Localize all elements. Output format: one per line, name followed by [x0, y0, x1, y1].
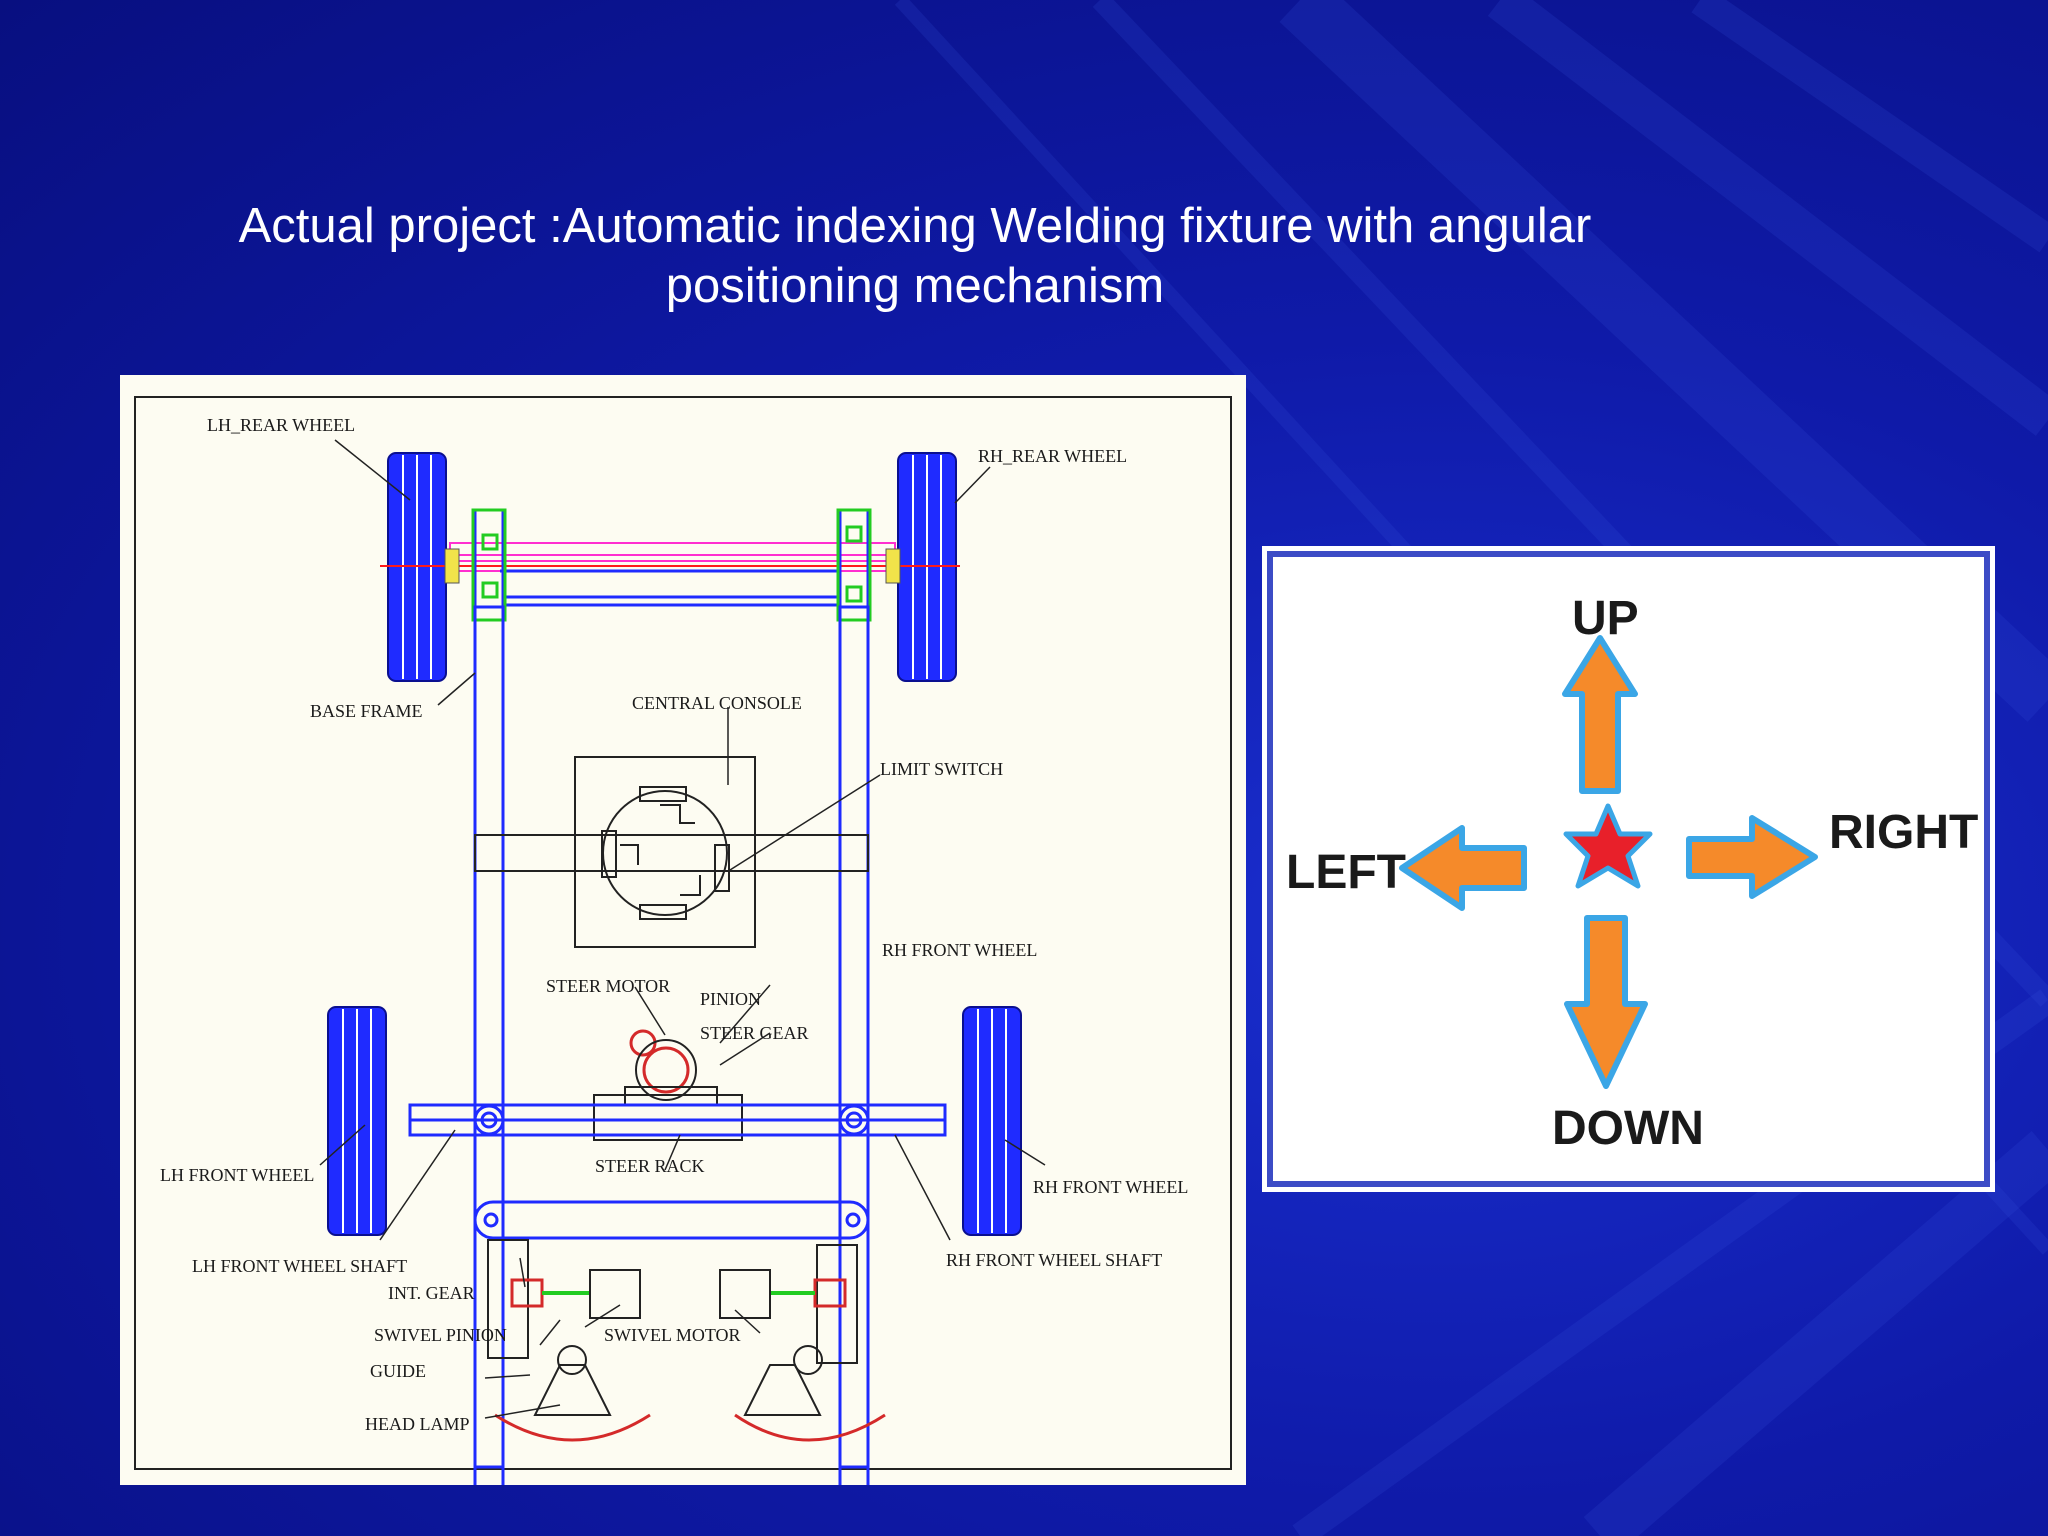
chassis-drawing: LH_REAR WHEEL RH_REAR WHEEL BASE FRAME C…	[120, 375, 1246, 1485]
center-star-icon	[1563, 803, 1653, 889]
right-arrow-icon	[1686, 815, 1818, 899]
label-steer-gear: STEER GEAR	[700, 1023, 809, 1043]
rear-axle	[380, 542, 960, 584]
label-up: UP	[1572, 592, 1639, 645]
label-rh-front-wheel-shaft: RH FRONT WHEEL SHAFT	[946, 1250, 1162, 1270]
down-arrow-icon	[1564, 915, 1648, 1089]
label-rh-front-wheel-top: RH FRONT WHEEL	[882, 940, 1037, 960]
steering-mechanism	[593, 1029, 743, 1141]
title-line-2: positioning mechanism	[665, 259, 1165, 313]
label-lh-front-wheel-shaft: LH FRONT WHEEL SHAFT	[192, 1256, 407, 1276]
label-rh-rear-wheel: RH_REAR WHEEL	[978, 446, 1127, 466]
label-left: LEFT	[1286, 846, 1406, 899]
label-rh-front-wheel: RH FRONT WHEEL	[1033, 1177, 1188, 1197]
label-limit-switch: LIMIT SWITCH	[880, 759, 1003, 779]
label-right: RIGHT	[1829, 806, 1978, 859]
rh-front-wheel	[962, 1006, 1022, 1236]
direction-panel-svg: UP DOWN LEFT RIGHT	[1267, 551, 1990, 1187]
central-console	[474, 756, 869, 948]
label-lh-rear-wheel: LH_REAR WHEEL	[207, 415, 355, 435]
label-int-gear: INT. GEAR	[388, 1283, 475, 1303]
label-swivel-pinion: SWIVEL PINION	[374, 1325, 507, 1345]
label-steer-motor: STEER MOTOR	[546, 976, 670, 996]
up-arrow-icon	[1562, 635, 1638, 794]
swivel-assembly	[487, 1239, 886, 1442]
label-central-console: CENTRAL CONSOLE	[632, 693, 802, 713]
label-guide: GUIDE	[370, 1361, 426, 1381]
page-title: Actual project :Automatic indexing Weldi…	[150, 196, 1680, 316]
label-head-lamp: HEAD LAMP	[365, 1414, 470, 1434]
lh-front-wheel	[327, 1006, 387, 1236]
title-line-1: Actual project :Automatic indexing Weldi…	[238, 199, 1592, 253]
left-arrow-icon	[1399, 825, 1527, 911]
direction-panel: UP DOWN LEFT RIGHT	[1262, 546, 1995, 1192]
label-down: DOWN	[1552, 1102, 1704, 1155]
front-axle	[408, 1103, 947, 1240]
label-lh-front-wheel: LH FRONT WHEEL	[160, 1165, 314, 1185]
chassis-drawing-svg: LH_REAR WHEEL RH_REAR WHEEL BASE FRAME C…	[134, 396, 1232, 1485]
label-swivel-motor: SWIVEL MOTOR	[604, 1325, 741, 1345]
label-steer-rack: STEER RACK	[595, 1156, 705, 1176]
drawing-labels: LH_REAR WHEEL RH_REAR WHEEL BASE FRAME C…	[160, 415, 1188, 1434]
leader-lines	[319, 439, 1046, 1419]
label-pinion: PINION	[700, 989, 761, 1009]
label-base-frame: BASE FRAME	[310, 701, 423, 721]
